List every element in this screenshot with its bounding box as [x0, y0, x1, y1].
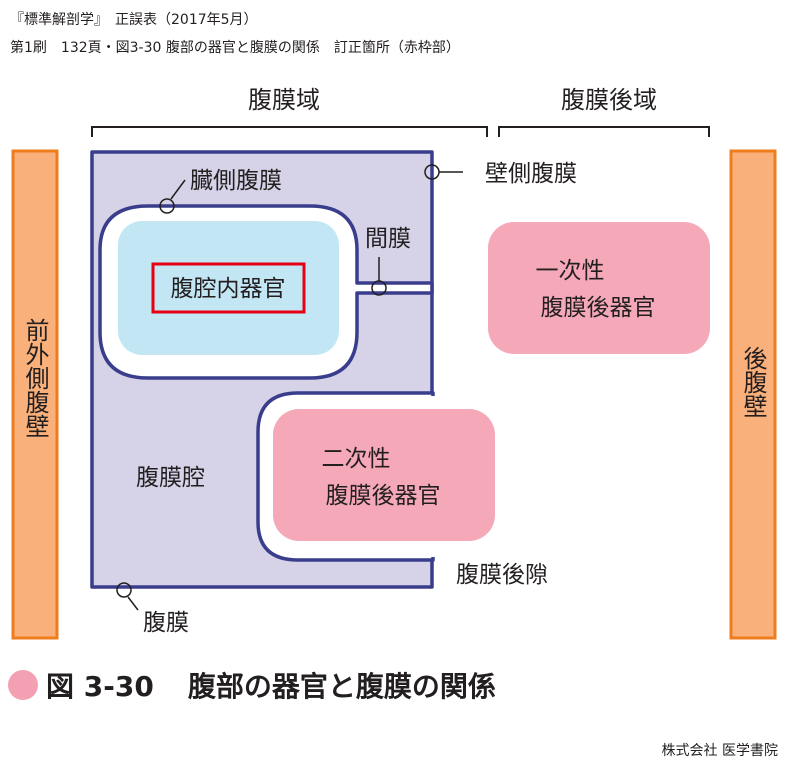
visceral-peritoneum-marker: [159, 198, 175, 214]
anterior-wall-label: 前外側腹壁: [21, 318, 49, 438]
primary-retro-label-2: 腹膜後器官: [541, 295, 656, 321]
visceral-peritoneum-leader: [170, 179, 186, 200]
peritoneum-label: 腹膜: [143, 610, 189, 636]
secondary-retroperitoneal-organ: [273, 409, 495, 541]
mesentery-label: 間膜: [365, 226, 411, 252]
primary-retro-label-1: 一次性: [536, 258, 605, 284]
publisher: 株式会社 医学書院: [661, 743, 778, 759]
intraperitoneal-organ: [118, 221, 339, 355]
posterior-wall-bar: [729, 149, 777, 640]
peritoneal-cavity-label: 腹膜腔: [136, 465, 205, 491]
header-subtitle: 第1刷 132頁・図3-30 腹部の器官と腹膜の関係 訂正箇所（赤枠部）: [10, 40, 460, 56]
visceral-peritoneum-label: 臓側腹膜: [190, 168, 282, 194]
correction-highlight-box: [151, 262, 306, 314]
header-title: 『標準解剖学』 正誤表（2017年5月）: [10, 12, 258, 28]
secondary-retro-label-1: 二次性: [322, 446, 391, 472]
anterior-wall-bar: [11, 149, 59, 640]
posterior-wall-label: 後腹壁: [739, 346, 767, 418]
intraperitoneal-organ-label: 腹腔内器官: [171, 276, 286, 302]
region-retroperitoneal-label: 腹膜後域: [561, 86, 657, 114]
region-peritoneal-label: 腹膜域: [248, 86, 320, 114]
figure-number: 図 3-30: [46, 670, 154, 703]
primary-retroperitoneal-organ: [488, 222, 710, 354]
figure-title: 腹部の器官と腹膜の関係: [187, 670, 496, 703]
retroperitoneal-space-label: 腹膜後隙: [456, 562, 548, 588]
peritoneal-region-bracket: [91, 126, 488, 137]
caption-bullet-icon: [8, 670, 38, 700]
peritoneum-marker: [116, 582, 132, 598]
peritoneum-leader: [127, 596, 139, 611]
retroperitoneal-region-bracket: [498, 126, 710, 137]
secondary-retro-label-2: 腹膜後器官: [326, 483, 441, 509]
figure-caption: 図 3-30 腹部の器官と腹膜の関係: [8, 660, 496, 710]
parietal-peritoneum-label: 壁側腹膜: [485, 161, 577, 187]
